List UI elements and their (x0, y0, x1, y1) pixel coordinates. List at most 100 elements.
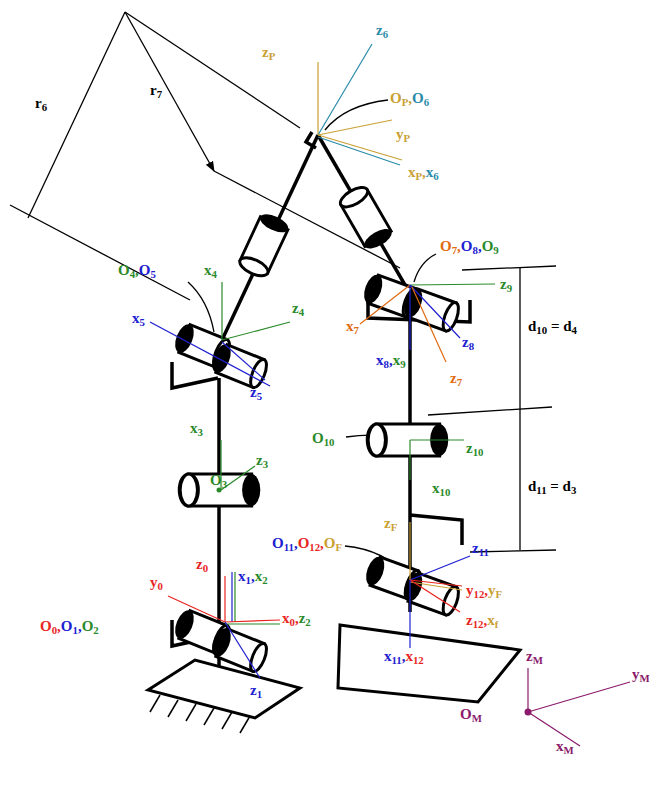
symbol: O (412, 90, 424, 106)
subscript: 8 (473, 244, 478, 256)
symbol: O (61, 618, 73, 634)
subscript: 0 (290, 616, 295, 628)
subscript: 10 (473, 446, 484, 458)
subscript: 10 (440, 486, 451, 498)
symbol: y (396, 126, 404, 142)
frame-label: y12,yF (466, 582, 502, 600)
subscript: 0 (52, 624, 57, 636)
separator: , (389, 352, 393, 368)
frame-label: OM (460, 706, 482, 724)
ground-hatch (150, 695, 250, 733)
symbol: d (528, 318, 536, 334)
separator: , (402, 648, 406, 664)
subscript: M (472, 712, 482, 724)
separator: , (294, 535, 298, 551)
frame-label: d11 = d3 (528, 478, 576, 496)
actuators (171, 184, 461, 674)
separator: = (547, 478, 563, 494)
subscript: P (416, 170, 423, 182)
symbol: z (376, 22, 383, 38)
dimension-lines (10, 12, 556, 575)
subscript: 6 (433, 170, 438, 182)
frame-label: yM (632, 666, 650, 684)
subscript: 1 (246, 574, 251, 586)
symbol: x (556, 738, 564, 754)
subscript: F (496, 588, 503, 600)
separator: = (547, 318, 563, 334)
subscript: M (564, 744, 574, 756)
symbol: O (210, 472, 222, 488)
frame-label: z5 (250, 384, 262, 402)
symbol: O (82, 618, 94, 634)
frame-axes (150, 44, 630, 746)
symbol: y (488, 582, 496, 598)
frame-label: r6 (35, 95, 47, 113)
symbol: O (440, 238, 452, 254)
subscript: 5 (151, 268, 156, 280)
subscript: 12 (413, 654, 424, 666)
subscript: 7 (157, 88, 162, 100)
frame-label: zF (384, 515, 397, 533)
separator: , (57, 618, 61, 634)
symbol: O (312, 430, 324, 446)
subscript: 11 (392, 654, 402, 666)
symbol: y (632, 666, 640, 682)
frame-label: z11 (472, 540, 489, 558)
subscript: 6 (383, 28, 388, 40)
symbol: d (528, 478, 536, 494)
frame-label: x5 (132, 310, 145, 328)
subscript: 5 (140, 316, 145, 328)
separator: , (483, 612, 487, 628)
frame-label: x0,z2 (282, 610, 311, 628)
symbol: z (256, 452, 263, 468)
frame-label: x8,x9 (376, 352, 406, 370)
subscript: M (533, 654, 543, 666)
symbol: d (563, 478, 571, 494)
subscript: 3 (222, 478, 227, 490)
symbol: z (466, 612, 473, 628)
symbol: y (150, 574, 158, 590)
symbol: z (196, 556, 203, 572)
symbol: x (204, 262, 212, 278)
symbol: z (384, 515, 391, 531)
subscript: 7 (354, 324, 359, 336)
symbol: z (462, 334, 469, 350)
symbol: z (250, 682, 257, 698)
subscript: 7 (457, 376, 462, 388)
frame-label: O4,O5 (118, 262, 156, 280)
frame-label: O3 (210, 472, 227, 490)
subscript: P (404, 132, 411, 144)
frame-label: O11,O12,OF (272, 535, 342, 553)
symbol: x (190, 420, 198, 436)
separator: , (478, 238, 482, 254)
frame-label: z1 (250, 682, 262, 700)
subscript: 9 (493, 244, 498, 256)
symbol: x (408, 164, 416, 180)
separator: , (320, 535, 324, 551)
subscript: P (269, 50, 276, 62)
subscript: 12 (473, 618, 484, 630)
symbol: z (526, 648, 533, 664)
symbol: z (250, 384, 257, 400)
frame-label: z7 (450, 370, 462, 388)
frame-label: x1,x2 (238, 568, 268, 586)
subscript: f (495, 618, 499, 630)
subscript: 3 (198, 426, 203, 438)
subscript: 11 (536, 484, 546, 496)
symbol: O (482, 238, 494, 254)
subscript: 10 (324, 436, 335, 448)
subscript: 2 (93, 624, 98, 636)
frame-label: x10 (432, 480, 450, 498)
leg-links (172, 132, 470, 690)
symbol: r (150, 82, 157, 98)
symbol: x (426, 164, 434, 180)
symbol: O (139, 262, 151, 278)
symbol: d (563, 318, 571, 334)
separator: , (422, 164, 426, 180)
symbol: O (40, 618, 52, 634)
subscript: 10 (536, 324, 547, 336)
subscript: 9 (507, 282, 512, 294)
frame-label: O0,O1,O2 (40, 618, 99, 636)
subscript: 7 (452, 244, 457, 256)
